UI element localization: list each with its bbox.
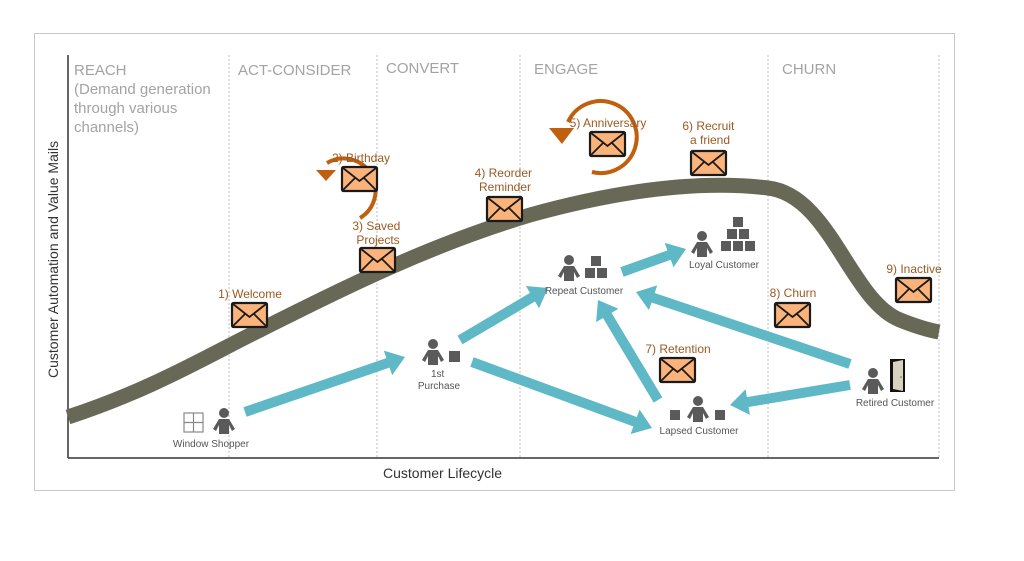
flow-arrow-repeat-customer-to-loyal-customer (620, 242, 686, 277)
envelope-icon (230, 301, 269, 329)
mail-retention: 7) Retention (645, 342, 711, 384)
customer-window-shopper: Window Shopper (173, 408, 250, 450)
customer-loyal: Loyal Customer (689, 217, 760, 271)
customer-retired: Retired Customer (856, 359, 935, 409)
boxes-icon (721, 217, 755, 251)
box-icon (449, 351, 460, 362)
mail-label: 7) Retention (645, 342, 710, 356)
flow-arrows (243, 242, 852, 434)
stage-title-convert: CONVERT (386, 60, 459, 77)
person-icon (862, 368, 884, 394)
mail-churn: 8) Churn (770, 286, 817, 329)
mail-label: 9) Inactive (886, 262, 942, 276)
customer-lapsed: Lapsed Customer (660, 396, 740, 437)
box-icon (715, 410, 725, 420)
mail-items: 1) Welcome 2) Birthday 3) Saved Projects… (218, 116, 942, 384)
stage-title-engage: ENGAGE (534, 61, 598, 78)
mail-welcome: 1) Welcome (218, 287, 282, 329)
mail-inactive: 9) Inactive (886, 262, 942, 304)
flow-arrow-retired-customer-to-repeat-customer (636, 285, 852, 369)
customer-label: Lapsed Customer (660, 426, 740, 437)
customer-repeat: Repeat Customer (545, 255, 624, 297)
envelope-icon (588, 130, 627, 158)
person-icon (558, 255, 580, 281)
flow-arrow-window-shopper-to-first-purchase (243, 350, 405, 417)
envelope-icon (689, 149, 728, 177)
customer-label: Window Shopper (173, 439, 250, 450)
flow-arrow-lapsed-customer-to-repeat-customer (596, 300, 663, 403)
envelope-icon (658, 356, 697, 384)
person-icon (422, 339, 444, 365)
person-icon (691, 231, 713, 257)
boxes-icon (585, 256, 607, 278)
envelope-icon (340, 165, 379, 193)
stage-titles: REACH (Demand generation through various… (74, 60, 836, 136)
arrowhead-icon (316, 170, 336, 181)
mail-birthday: 2) Birthday (332, 151, 390, 193)
stage-title-act-consider: ACT-CONSIDER (238, 62, 352, 79)
flow-arrow-first-purchase-to-lapsed-customer (470, 357, 652, 434)
customer-label: Retired Customer (856, 398, 935, 409)
person-icon (687, 396, 709, 422)
mail-anniversary: 5) Anniversary (570, 116, 647, 158)
envelope-icon (773, 301, 812, 329)
customer-label: Repeat Customer (545, 286, 624, 297)
mail-saved-projects: 3) Saved Projects (352, 219, 403, 274)
stage-title-churn: CHURN (782, 61, 836, 78)
customer-nodes: Window Shopper 1st Purchase Repeat Custo… (173, 217, 935, 450)
arrowhead-icon (549, 128, 574, 144)
stage-title-reach: REACH (Demand generation through various… (74, 62, 215, 136)
recurring-arrow-anniversary (549, 99, 639, 176)
window-icon (183, 412, 204, 433)
mail-reorder-reminder: 4) Reorder Reminder (475, 166, 536, 223)
customer-label: Loyal Customer (689, 260, 760, 271)
mail-label: 5) Anniversary (570, 116, 647, 130)
mail-label: 6) Recruit a friend (682, 119, 737, 147)
mail-label: 1) Welcome (218, 287, 282, 301)
flow-arrow-first-purchase-to-repeat-customer (457, 286, 548, 345)
x-axis-label: Customer Lifecycle (383, 465, 502, 481)
flow-arrow-retired-customer-to-lapsed-customer (730, 380, 851, 415)
customer-first-purchase: 1st Purchase (418, 339, 461, 392)
door-icon (890, 359, 905, 392)
lifecycle-curve (65, 177, 941, 425)
person-icon (213, 408, 235, 434)
envelope-icon (485, 195, 524, 223)
envelope-icon (358, 246, 397, 274)
diagram-frame (34, 33, 955, 491)
customer-label: 1st Purchase (418, 369, 461, 392)
envelope-icon (894, 276, 933, 304)
mail-label: 8) Churn (770, 286, 817, 300)
box-icon (670, 410, 680, 420)
mail-label: 4) Reorder Reminder (475, 166, 536, 194)
mail-recruit-a-friend: 6) Recruit a friend (682, 119, 737, 177)
mail-label: 3) Saved Projects (352, 219, 403, 247)
y-axis-label: Customer Automation and Value Mails (45, 141, 61, 378)
mail-label: 2) Birthday (332, 151, 390, 165)
